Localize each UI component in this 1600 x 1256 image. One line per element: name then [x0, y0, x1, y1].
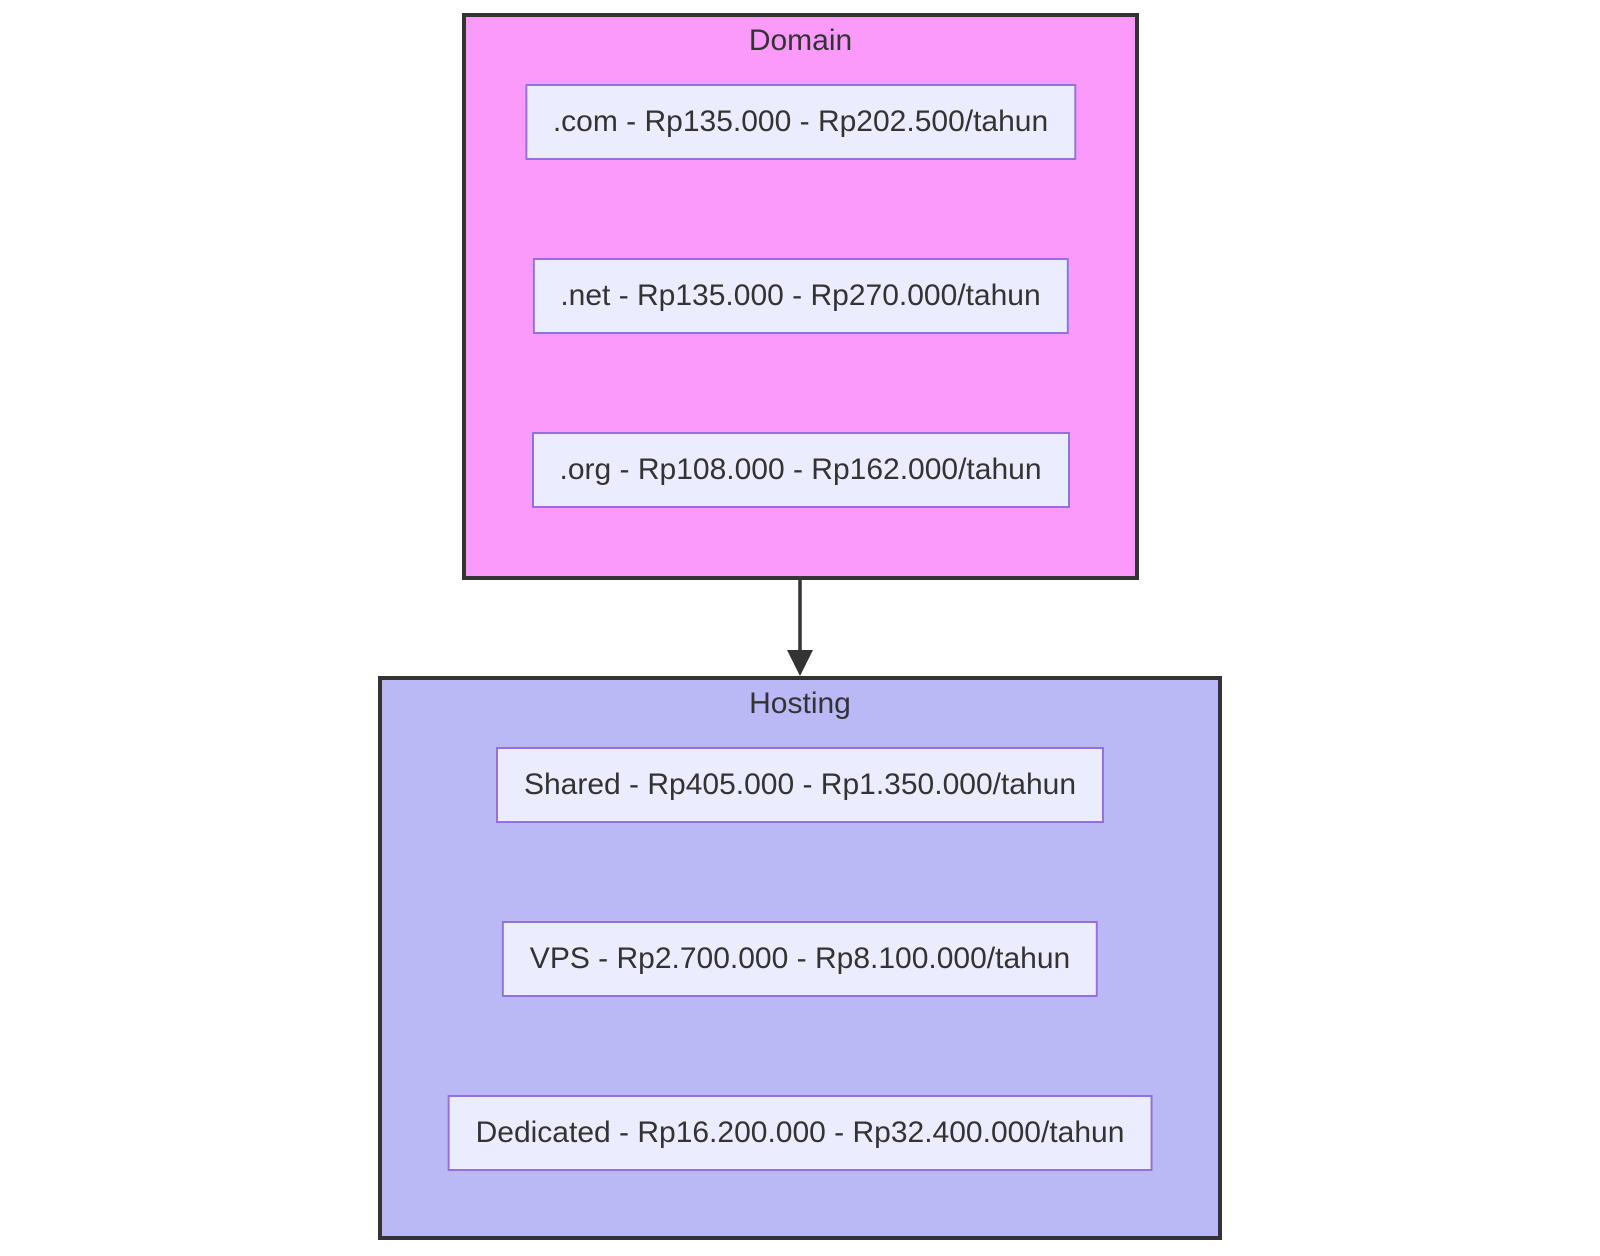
node-vps: VPS - Rp2.700.000 - Rp8.100.000/tahun — [501, 921, 1099, 997]
node-net: .net - Rp135.000 - Rp270.000/tahun — [532, 258, 1069, 334]
subgraph-domain-title: Domain — [748, 24, 853, 57]
subgraph-hosting-title: Hosting — [749, 687, 851, 720]
arrow-domain-to-hosting — [787, 580, 813, 676]
subgraph-hosting: Hosting Shared - Rp405.000 - Rp1.350.000… — [378, 676, 1222, 1240]
node-shared: Shared - Rp405.000 - Rp1.350.000/tahun — [495, 747, 1105, 823]
subgraph-domain: Domain .com - Rp135.000 - Rp202.500/tahu… — [462, 13, 1139, 580]
node-dedicated: Dedicated - Rp16.200.000 - Rp32.400.000/… — [447, 1095, 1153, 1171]
node-org: .org - Rp108.000 - Rp162.000/tahun — [531, 432, 1070, 508]
node-com: .com - Rp135.000 - Rp202.500/tahun — [524, 84, 1077, 160]
